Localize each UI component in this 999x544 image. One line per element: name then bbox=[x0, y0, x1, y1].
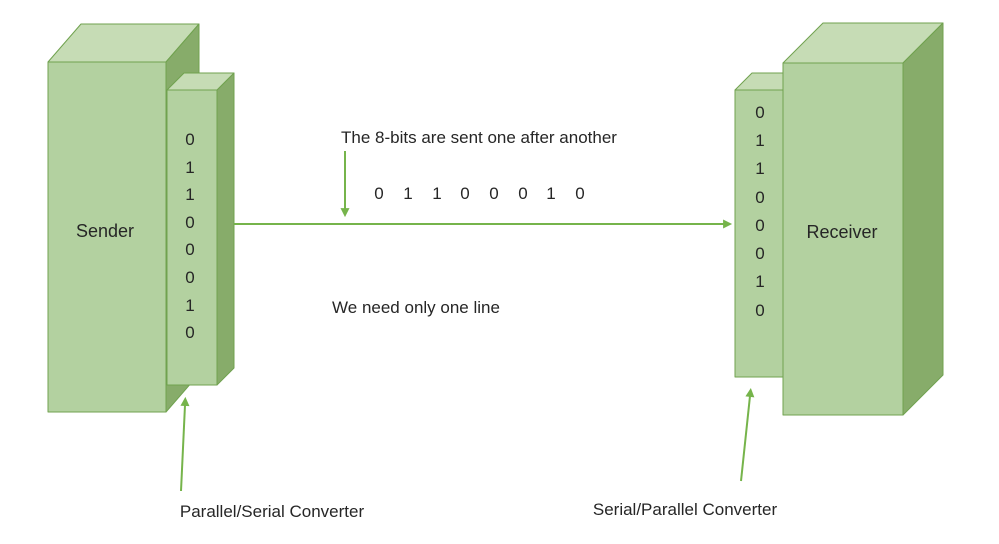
receiver-bit: 0 bbox=[755, 103, 764, 122]
serial-bit: 0 bbox=[460, 184, 469, 203]
sender-bit: 1 bbox=[185, 296, 194, 315]
serial-bit: 1 bbox=[403, 184, 412, 203]
middle-caption: We need only one line bbox=[332, 298, 500, 317]
receiver-bit: 0 bbox=[755, 301, 764, 320]
receiver-box-side-face bbox=[902, 22, 944, 416]
sender-bit-column: 0 1 1 0 0 0 1 0 bbox=[185, 130, 194, 342]
serial-bit-row: 0 1 1 0 0 0 1 0 bbox=[374, 184, 584, 203]
sender-bit: 0 bbox=[185, 213, 194, 232]
receiver-bit: 1 bbox=[755, 272, 764, 291]
parallel-serial-converter-label: Parallel/Serial Converter bbox=[180, 502, 365, 521]
sender-bit: 0 bbox=[185, 268, 194, 287]
sender-converter-front-face bbox=[166, 89, 218, 386]
serial-bit: 0 bbox=[489, 184, 498, 203]
serial-bit: 0 bbox=[518, 184, 527, 203]
receiver-bit: 0 bbox=[755, 216, 764, 235]
parallel-serial-converter-arrow bbox=[180, 396, 190, 492]
sender-bit: 1 bbox=[185, 185, 194, 204]
receiver-box: Receiver bbox=[782, 22, 944, 416]
serial-parallel-converter-label: Serial/Parallel Converter bbox=[593, 500, 778, 519]
receiver-bit: 0 bbox=[755, 188, 764, 207]
receiver-bit: 1 bbox=[755, 159, 764, 178]
receiver-bit: 1 bbox=[755, 131, 764, 150]
receiver-converter-box: 0 1 1 0 0 0 1 0 bbox=[734, 72, 801, 378]
sender-converter-box: 0 1 1 0 0 0 1 0 bbox=[166, 72, 235, 386]
sender-bit: 0 bbox=[185, 240, 194, 259]
receiver-bit: 0 bbox=[755, 244, 764, 263]
serial-bit: 1 bbox=[432, 184, 441, 203]
serial-bit: 0 bbox=[374, 184, 383, 203]
sender-label: Sender bbox=[76, 221, 134, 241]
sender-bit: 0 bbox=[185, 130, 194, 149]
sender-bit: 0 bbox=[185, 323, 194, 342]
sender-converter-side-face bbox=[216, 72, 235, 386]
sender-bit: 1 bbox=[185, 158, 194, 177]
receiver-bit-column: 0 1 1 0 0 0 1 0 bbox=[755, 103, 764, 320]
receiver-label: Receiver bbox=[806, 222, 877, 242]
serial-bit: 1 bbox=[546, 184, 555, 203]
top-caption: The 8-bits are sent one after another bbox=[341, 128, 617, 147]
serial-parallel-converter-arrow bbox=[740, 387, 755, 482]
serial-bit: 0 bbox=[575, 184, 584, 203]
